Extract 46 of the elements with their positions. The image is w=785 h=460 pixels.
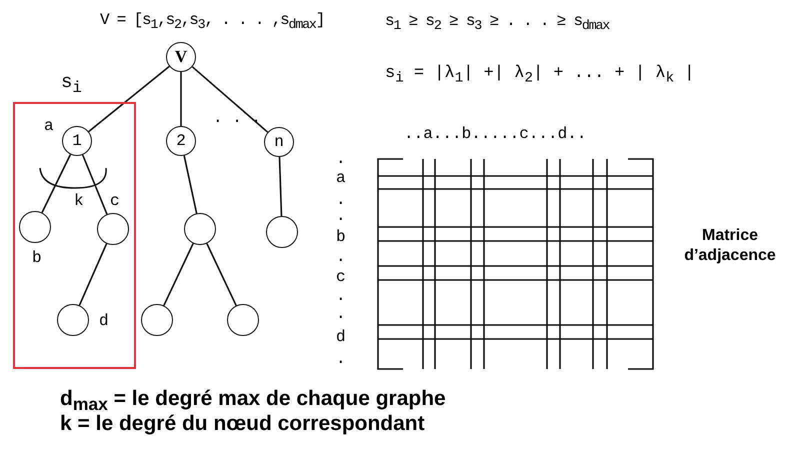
ellipsis: . . . xyxy=(213,110,262,126)
formula: V = [s$_{1}$,s$_{2}$,s$_{3}$, . . . ,s$_{dmax}$] xyxy=(100,12,324,33)
tree-node-circle: 2 xyxy=(166,126,196,156)
matrix-caption: Matrice d’adjacence xyxy=(683,226,777,266)
tree-edge xyxy=(206,243,237,306)
tree-edge xyxy=(163,243,194,306)
formula: s$_{1}$ ≥ s$_{2}$ ≥ s$_{3}$ ≥ . . . ≥ s$_{dmax}$ xyxy=(385,13,610,34)
vertex-label: b xyxy=(32,250,42,266)
tree-edge xyxy=(78,243,108,306)
legend-note: k = le degré du nœud correspondant xyxy=(60,413,425,434)
tree-edge xyxy=(88,66,170,132)
vertex-label: d xyxy=(99,313,109,329)
tree-edge xyxy=(41,154,72,213)
row-label: b xyxy=(336,229,346,245)
row-label: . xyxy=(336,208,346,224)
tree-edge xyxy=(278,156,282,216)
tree-node-circle: 1 xyxy=(62,126,92,156)
tree-node-circle: n xyxy=(264,127,294,157)
vertex-label: k xyxy=(74,193,84,209)
legend-note: d$_{max}$ = le degré max de chaque graphe xyxy=(60,388,446,414)
column-header: ..a...b.....c...d.. xyxy=(404,126,586,142)
circle-node xyxy=(141,304,173,336)
tree-edge xyxy=(180,72,182,126)
row-label: c xyxy=(336,269,346,285)
row-label: . xyxy=(336,288,346,304)
tree-edge xyxy=(183,156,198,214)
tree-node-circle: V xyxy=(166,42,196,72)
row-label: . xyxy=(336,151,346,167)
row-label: . xyxy=(336,306,346,322)
vertex-label: a xyxy=(44,118,54,134)
circle-node xyxy=(184,213,216,245)
row-label: a xyxy=(336,170,346,186)
circle-node xyxy=(19,211,51,243)
formula: s$_{i}$ = |λ$_{1}$| +| λ$_{2}$| + ... + | λ$_{k}$ | xyxy=(385,65,694,86)
row-label: . xyxy=(336,351,346,367)
subtree-label: s$_{i}$ xyxy=(61,71,82,97)
row-label: d xyxy=(336,329,346,345)
row-label: . xyxy=(336,249,346,265)
circle-node xyxy=(97,213,129,245)
circle-node xyxy=(57,304,89,336)
tree-edge xyxy=(82,154,108,214)
circle-node xyxy=(266,216,298,248)
row-label: . xyxy=(336,192,346,208)
tree-edge xyxy=(192,66,268,133)
circle-node xyxy=(227,304,259,336)
vertex-label: c xyxy=(110,193,120,209)
